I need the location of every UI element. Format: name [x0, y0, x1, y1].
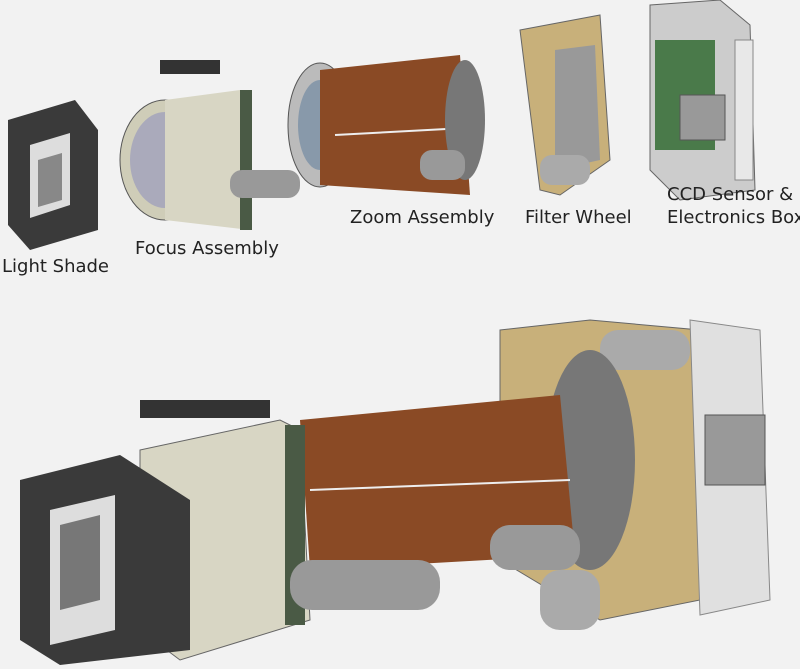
zoom-assembly-part: [287, 55, 485, 195]
filter-wheel-part: [519, 14, 611, 196]
assembled-camera: [20, 319, 771, 665]
label-ccd-line2: Electronics Box: [667, 207, 800, 228]
label-light-shade: Light Shade: [2, 256, 110, 277]
ccd-electronics-box-part: [649, 0, 756, 201]
label-zoom-assembly: Zoom Assembly: [350, 207, 495, 228]
focus-assembly-part: [119, 60, 300, 230]
light-shade-part: [8, 100, 98, 250]
label-ccd-line1: CCD Sensor &: [667, 184, 794, 205]
label-focus-assembly: Focus Assembly: [135, 238, 279, 259]
label-filter-wheel: Filter Wheel: [525, 207, 632, 228]
